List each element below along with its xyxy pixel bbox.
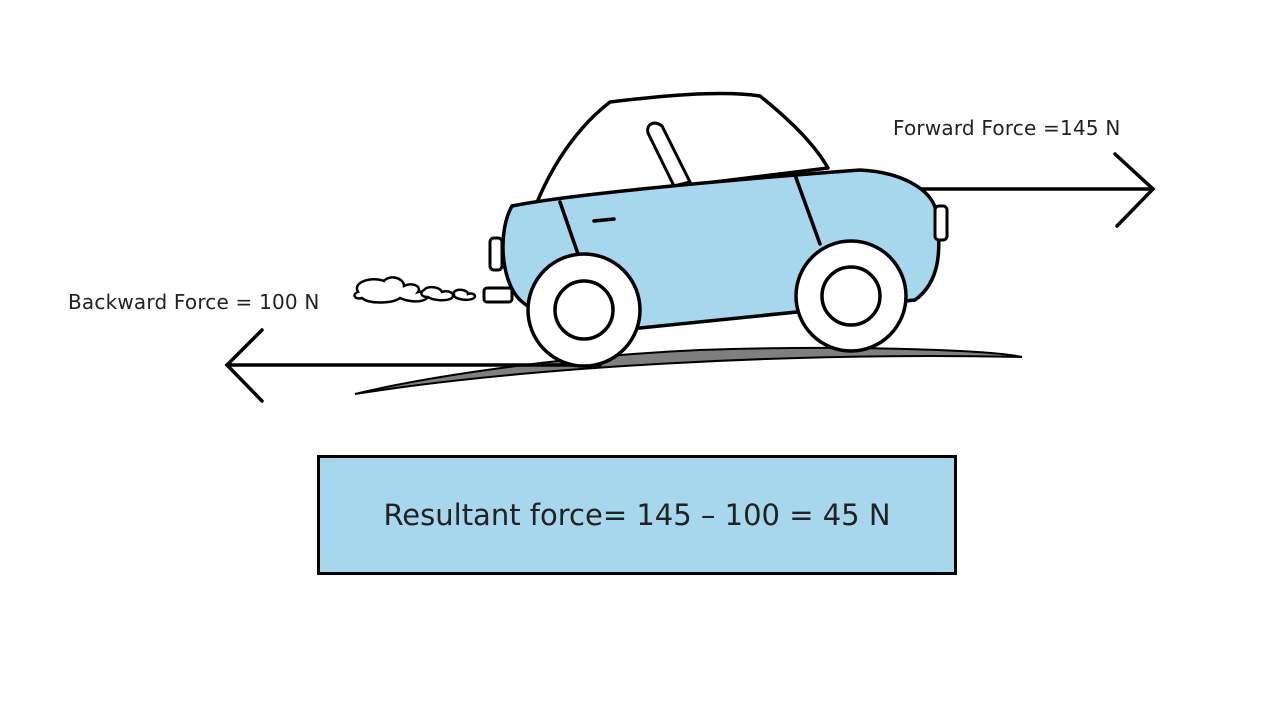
rear-light: [488, 236, 504, 272]
front-light: [933, 204, 949, 242]
door-lines: [558, 173, 822, 256]
backward-force-arrow: [224, 328, 602, 403]
resultant-force-text: Resultant force= 145 – 100 = 45 N: [383, 498, 891, 532]
rear-wheel: [526, 252, 642, 368]
front-wheel: [794, 239, 908, 353]
forward-force-arrow: [903, 152, 1156, 228]
car-seat: [646, 121, 692, 188]
exhaust-pipe: [482, 286, 514, 304]
forward-force-label: Forward Force =145 N: [893, 116, 1121, 140]
exhaust-smoke: [353, 276, 477, 304]
car-cabin: [536, 91, 830, 206]
backward-force-label: Backward Force = 100 N: [68, 290, 320, 314]
resultant-force-box: Resultant force= 145 – 100 = 45 N: [317, 455, 957, 575]
ground-shadow: [354, 346, 1023, 395]
